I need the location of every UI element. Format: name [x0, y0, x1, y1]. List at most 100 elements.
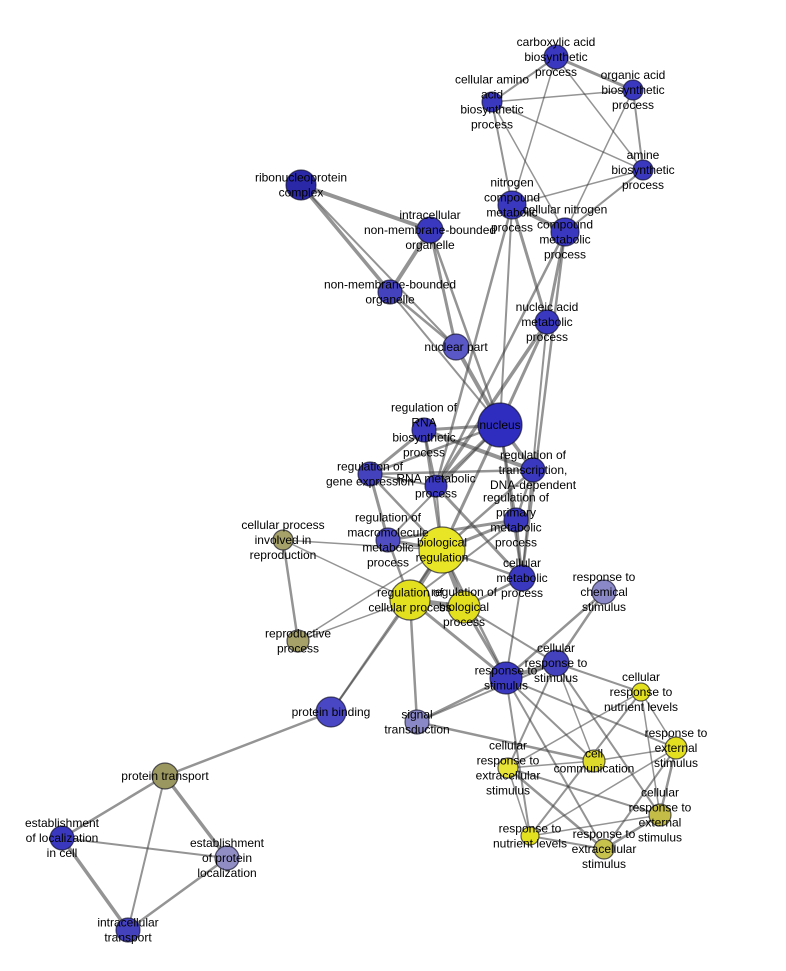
network-edge [60, 836, 130, 932]
network-node-n18[interactable] [375, 527, 401, 553]
node-circle[interactable] [389, 579, 431, 621]
node-circle[interactable] [377, 279, 403, 305]
network-node-n12[interactable] [477, 402, 523, 448]
node-circle[interactable] [214, 845, 240, 871]
network-edge [511, 169, 644, 206]
node-circle[interactable] [115, 917, 141, 943]
network-edge [507, 662, 557, 769]
network-node-n25[interactable] [286, 629, 310, 653]
network-node-n39[interactable] [214, 845, 240, 871]
network-node-n37[interactable] [593, 838, 615, 860]
network-node-n32[interactable] [497, 757, 519, 779]
node-circle[interactable] [285, 169, 317, 201]
network-node-n40[interactable] [115, 917, 141, 943]
node-circle[interactable] [648, 803, 672, 827]
node-circle[interactable] [631, 682, 651, 702]
node-circle[interactable] [447, 590, 481, 624]
node-circle[interactable] [622, 79, 644, 101]
network-edge [422, 428, 535, 472]
network-node-n4[interactable] [632, 159, 654, 181]
node-circle[interactable] [497, 190, 527, 220]
network-node-n38[interactable] [49, 825, 75, 851]
network-node-n13[interactable] [411, 417, 437, 443]
network-edge [554, 590, 606, 665]
node-circle[interactable] [424, 474, 448, 498]
network-node-n24[interactable] [591, 579, 617, 605]
node-circle[interactable] [416, 216, 444, 244]
node-circle[interactable] [272, 529, 294, 551]
network-node-n22[interactable] [389, 579, 431, 621]
node-circle[interactable] [375, 527, 401, 553]
node-circle[interactable] [442, 333, 470, 361]
network-node-n7[interactable] [550, 217, 580, 247]
node-circle[interactable] [477, 402, 523, 448]
network-node-n6[interactable] [497, 190, 527, 220]
node-circle[interactable] [286, 629, 310, 653]
node-circle[interactable] [520, 457, 546, 483]
network-edge [529, 747, 677, 837]
node-circle[interactable] [489, 661, 523, 695]
node-circle[interactable] [593, 838, 615, 860]
node-circle[interactable] [520, 826, 540, 846]
node-circle[interactable] [542, 649, 570, 677]
network-node-n20[interactable] [508, 564, 536, 592]
node-circle[interactable] [481, 91, 503, 113]
node-circle[interactable] [411, 417, 437, 443]
network-node-n14[interactable] [520, 457, 546, 483]
network-node-n26[interactable] [542, 649, 570, 677]
network-node-n8[interactable] [416, 216, 444, 244]
network-node-n10[interactable] [534, 309, 560, 335]
network-edge [434, 484, 524, 580]
network-edge [506, 766, 606, 851]
node-circle[interactable] [534, 309, 560, 335]
node-circle[interactable] [357, 461, 383, 487]
network-node-n34[interactable] [648, 803, 672, 827]
network-node-n31[interactable] [664, 736, 688, 760]
node-circle[interactable] [404, 709, 430, 735]
network-node-n3[interactable] [481, 91, 503, 113]
node-circle[interactable] [49, 825, 75, 851]
node-circle[interactable] [664, 736, 688, 760]
node-circle[interactable] [508, 564, 536, 592]
node-circle[interactable] [543, 44, 569, 70]
network-node-n1[interactable] [543, 44, 569, 70]
network-node-n35[interactable] [151, 762, 179, 790]
network-node-n15[interactable] [357, 461, 383, 487]
network-node-n33[interactable] [582, 749, 606, 773]
node-circle[interactable] [582, 749, 606, 773]
network-edge [408, 598, 508, 680]
node-circle[interactable] [503, 507, 529, 533]
network-node-n29[interactable] [315, 696, 347, 728]
node-circle[interactable] [550, 217, 580, 247]
network-node-n27[interactable] [489, 661, 523, 695]
node-circle[interactable] [418, 526, 466, 574]
network-edge [491, 101, 644, 171]
network-node-n30[interactable] [404, 709, 430, 735]
network-node-n23[interactable] [447, 590, 481, 624]
network-node-n21[interactable] [272, 529, 294, 551]
network-node-n19[interactable] [418, 526, 466, 574]
node-circle[interactable] [591, 579, 617, 605]
network-node-n28[interactable] [631, 682, 651, 702]
node-circle[interactable] [497, 757, 519, 779]
network-node-n16[interactable] [424, 474, 448, 498]
node-circle[interactable] [632, 159, 654, 181]
network-node-n2[interactable] [622, 79, 644, 101]
network-node-n17[interactable] [503, 507, 529, 533]
node-circle[interactable] [315, 696, 347, 728]
network-node-n5[interactable] [285, 169, 317, 201]
network-node-n36[interactable] [520, 826, 540, 846]
network-edge [505, 677, 531, 837]
node-circle[interactable] [151, 762, 179, 790]
network-edge [593, 747, 677, 762]
network-node-n9[interactable] [377, 279, 403, 305]
network-edge [368, 423, 502, 476]
network-node-n11[interactable] [442, 333, 470, 361]
